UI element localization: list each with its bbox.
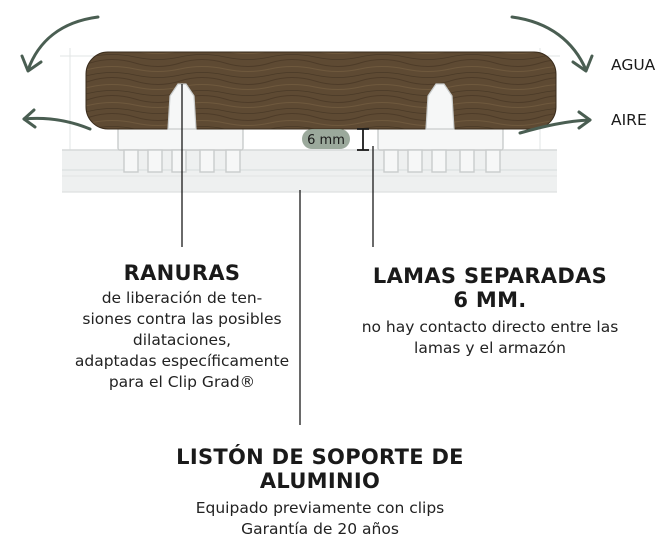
grooves-title: RANURAS xyxy=(123,261,241,285)
air-label: AIRE xyxy=(611,111,647,129)
water-label: AGUA xyxy=(611,56,656,74)
leader-lines xyxy=(181,84,374,425)
wood-board xyxy=(85,51,557,130)
water-arrow-right xyxy=(510,15,588,72)
rail-description: Equipado previamente con clips Garantía … xyxy=(195,499,445,538)
gap-badge-label: 6 mm xyxy=(307,133,345,148)
callout-spacing: LAMAS SEPARADAS 6 MM. no hay contacto di… xyxy=(318,264,662,359)
callout-grooves: RANURAS de liberación de ten- siones con… xyxy=(52,261,312,393)
water-arrow-left xyxy=(26,15,100,72)
spacing-title: LAMAS SEPARADAS 6 MM. xyxy=(372,264,608,312)
callout-rail: LISTÓN DE SOPORTE DE ALUMINIO Equipado p… xyxy=(140,445,500,540)
air-arrow-left xyxy=(22,116,92,131)
rail-title: LISTÓN DE SOPORTE DE ALUMINIO xyxy=(176,445,464,493)
air-arrow-right xyxy=(518,118,592,135)
grooves-description: de liberación de ten- siones contra las … xyxy=(74,289,290,391)
flow-arrows xyxy=(20,15,594,135)
gap-indicator xyxy=(302,128,369,151)
spacing-description: no hay contacto directo entre las lamas … xyxy=(361,318,619,357)
